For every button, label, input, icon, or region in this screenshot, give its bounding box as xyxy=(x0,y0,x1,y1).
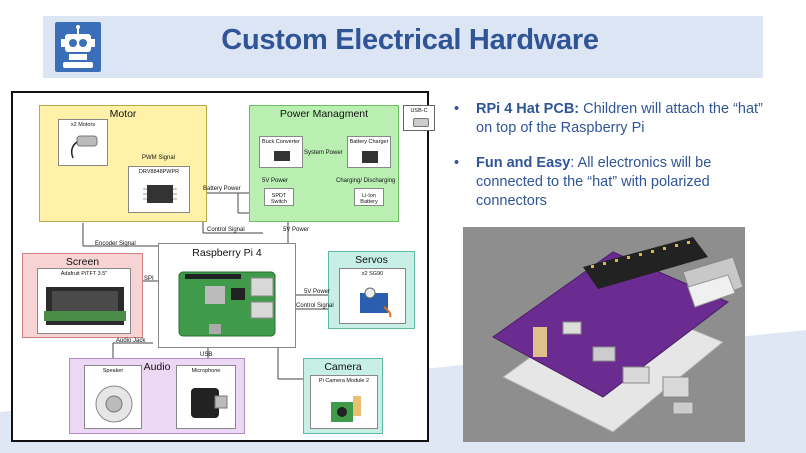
buck-label: Buck Converter xyxy=(262,139,300,145)
bullet-item: • RPi 4 Hat PCB: Children will attach th… xyxy=(452,100,772,138)
usb-wire-label: USB xyxy=(200,352,213,358)
raspberry-pi-block: Raspberry Pi 4 xyxy=(158,243,296,348)
battery-part: Li-Ion Battery xyxy=(354,188,384,206)
robot-logo-icon xyxy=(55,22,101,72)
usb-c-part: USB-C xyxy=(403,105,435,131)
motors-label: x2 Motors xyxy=(70,122,96,128)
pcb-hat-icon xyxy=(492,237,744,433)
encoder-signal-label: Encoder Signal xyxy=(95,241,136,247)
spdt-label: SPDT Switch xyxy=(270,193,288,205)
motors-part: x2 Motors xyxy=(58,119,108,166)
screen-block: Screen Adafruit PiTFT 3.5" xyxy=(22,253,143,338)
motor-driver-part: DRV8848PWPR xyxy=(128,166,190,213)
camera-module-icon xyxy=(331,396,361,422)
bullet-heading: Fun and Easy xyxy=(476,155,571,171)
title-bar xyxy=(43,16,763,78)
chip-icon xyxy=(274,151,290,161)
bullet-text: Children will attach the “hat” on top of… xyxy=(476,101,763,136)
power-block: Power Managment Buck Converter System Po… xyxy=(249,105,399,222)
raspberry-pi-title: Raspberry Pi 4 xyxy=(192,247,262,259)
chip-icon xyxy=(362,151,378,163)
bullet-dot-icon: • xyxy=(454,101,460,117)
bullet-list: • RPi 4 Hat PCB: Children will attach th… xyxy=(452,100,772,227)
screen-board-icon xyxy=(44,287,126,325)
servo-part: x2 SG90 xyxy=(339,268,406,324)
slide-title: Custom Electrical Hardware xyxy=(221,24,599,56)
servos-title: Servos xyxy=(355,254,388,266)
bullet-text: : All electronics will be connected to t… xyxy=(476,155,712,209)
audio-block: Audio Speaker Microphone xyxy=(69,358,245,434)
camera-block: Camera Pi Camera Module 2 xyxy=(303,358,383,434)
chip-icon xyxy=(143,185,177,203)
battery-charger-part: Battery Charger xyxy=(347,136,391,168)
spdt-switch-part: SPDT Switch xyxy=(264,188,294,206)
motor-icon xyxy=(70,135,98,159)
pwm-signal-label: PWM Signal xyxy=(142,155,176,161)
motor-block: Motor x2 Motors PWM Signal DRV8848PWPR xyxy=(39,105,207,222)
speaker-label: Speaker xyxy=(102,368,124,374)
usb-c-icon xyxy=(413,118,429,127)
camera-title: Camera xyxy=(324,361,362,373)
driver-label: DRV8848PWPR xyxy=(138,169,180,175)
buck-converter-part: Buck Converter xyxy=(259,136,303,168)
microphone-part: Microphone xyxy=(176,365,236,429)
usb-microphone-icon xyxy=(191,388,228,418)
microphone-label: Microphone xyxy=(191,368,221,374)
power-title: Power Managment xyxy=(279,108,369,120)
charging-label: Charging/ Discharging xyxy=(336,178,396,184)
screen-part: Adafruit PiTFT 3.5" xyxy=(37,268,131,334)
audio-jack-label: Audio Jack xyxy=(116,338,146,344)
charger-label: Battery Charger xyxy=(349,139,389,145)
servo-power-label: 5V Power xyxy=(304,289,331,295)
camera-part: Pi Camera Module 2 xyxy=(310,375,378,429)
bullet-heading: RPi 4 Hat PCB: xyxy=(476,101,580,117)
screen-part-label: Adafruit PiTFT 3.5" xyxy=(60,271,108,277)
spi-label: SPI xyxy=(144,276,154,282)
pcb-render-image xyxy=(463,227,745,442)
servo-icon xyxy=(360,287,392,318)
system-power-label: System Power xyxy=(304,150,343,156)
motor-title: Motor xyxy=(109,108,137,120)
servo-control-signal-label: Control Signal xyxy=(296,303,334,309)
block-diagram: Motor x2 Motors PWM Signal DRV8848PWPR P… xyxy=(11,91,435,442)
audio-title: Audio xyxy=(143,361,171,373)
servos-block: Servos x2 SG90 xyxy=(328,251,415,329)
battery-label: Li-Ion Battery xyxy=(360,193,378,205)
bullet-item: • Fun and Easy: All electronics will be … xyxy=(452,154,772,211)
raspberry-pi-board-icon xyxy=(178,271,276,337)
servo-part-label: x2 SG90 xyxy=(361,271,384,277)
five-v-power-wire-label: 5V Power xyxy=(283,227,310,233)
screen-title: Screen xyxy=(65,256,100,268)
camera-part-label: Pi Camera Module 2 xyxy=(318,378,370,384)
usb-c-label: USB-C xyxy=(410,108,428,114)
speaker-part: Speaker xyxy=(84,365,142,429)
bullet-dot-icon: • xyxy=(454,155,460,171)
five-v-power-label: 5V Power xyxy=(262,178,289,184)
speaker-icon xyxy=(95,385,133,423)
battery-power-label: Battery Power xyxy=(203,186,241,192)
control-signal-label: Control Signal xyxy=(207,227,245,233)
